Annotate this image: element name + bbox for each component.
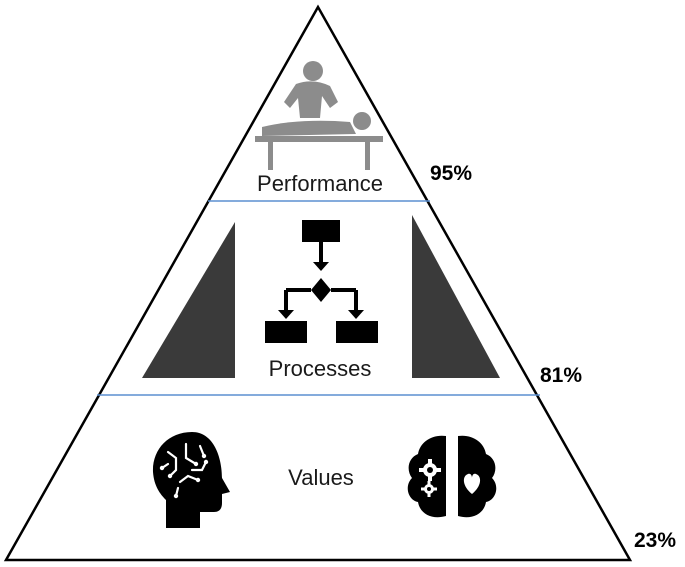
percent-values: 23% bbox=[634, 529, 676, 552]
flowchart-icon bbox=[265, 220, 378, 343]
shade-left-triangle bbox=[142, 222, 235, 378]
percent-processes: 81% bbox=[540, 364, 582, 387]
percent-performance: 95% bbox=[430, 162, 472, 185]
shade-right-triangle bbox=[412, 215, 500, 378]
level-label-processes: Processes bbox=[269, 356, 372, 381]
massage-therapy-icon bbox=[255, 61, 383, 170]
level-label-performance: Performance bbox=[257, 171, 383, 196]
level-label-values: Values bbox=[288, 465, 354, 490]
brain-gears-heart-icon bbox=[407, 435, 497, 518]
brain-head-icon bbox=[152, 432, 230, 528]
